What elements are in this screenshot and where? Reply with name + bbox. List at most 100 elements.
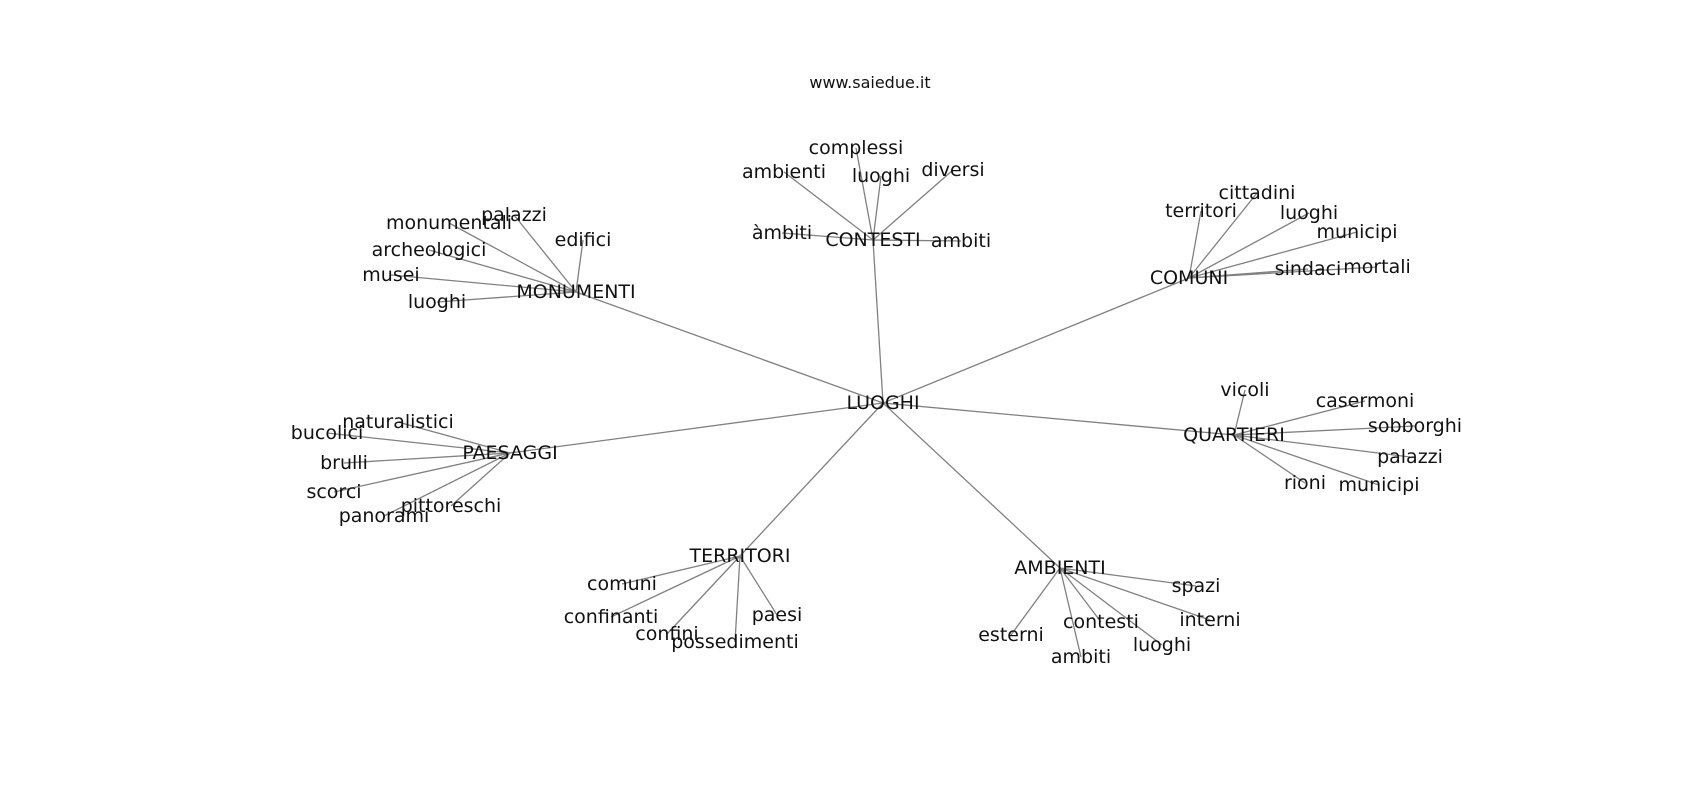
leaf-node-label: municipi <box>1339 474 1420 496</box>
leaf-node-label: scorci <box>306 481 361 503</box>
edge-comuni-leaf <box>1188 212 1310 279</box>
edge-root-monumenti <box>575 291 884 404</box>
edge-monumenti-leaf <box>448 222 577 293</box>
leaf-node-label: casermoni <box>1316 390 1415 412</box>
edge-root-contesti <box>872 239 884 404</box>
edge-monumenti-leaf <box>390 274 577 293</box>
leaf-node-label: ambiti <box>931 230 991 252</box>
leaf-node-label: ambienti <box>742 161 826 183</box>
hub-node-label: COMUNI <box>1150 267 1228 289</box>
edge-paesaggi-leaf <box>326 432 511 454</box>
edge-comuni-leaf <box>1188 266 1378 279</box>
edge-territori-leaf <box>734 555 741 643</box>
edge-paesaggi-leaf <box>343 452 511 464</box>
leaf-node-label: ambiti <box>1051 646 1111 668</box>
leaf-node-label: luoghi <box>1280 202 1338 224</box>
edge-root-territori <box>739 402 884 557</box>
edge-root-quartieri <box>882 402 1235 436</box>
edge-monumenti-leaf <box>513 214 577 293</box>
edge-territori-leaf <box>610 555 741 618</box>
leaf-node-label: complessi <box>809 137 904 159</box>
leaf-node-label: luoghi <box>852 165 910 187</box>
diagram-title: www.saiedue.it <box>809 73 930 92</box>
edge-root-comuni <box>882 277 1190 404</box>
edge-comuni-leaf <box>1188 231 1358 279</box>
edge-territori-leaf <box>621 555 741 585</box>
hub-node-label: MONUMENTI <box>516 281 635 303</box>
edge-paesaggi-leaf <box>333 452 511 493</box>
edge-ambienti-leaf <box>1059 567 1082 658</box>
leaf-node-label: territori <box>1165 200 1237 222</box>
edge-contesti-leaf <box>783 171 874 241</box>
leaf-node-label: municipi <box>1317 221 1398 243</box>
edge-contesti-leaf <box>872 239 962 242</box>
leaf-node-label: confini <box>635 623 698 645</box>
edges-layer <box>326 147 1416 658</box>
edge-paesaggi-leaf <box>397 421 511 454</box>
leaf-node-label: contesti <box>1063 611 1139 633</box>
edge-quartieri-leaf <box>1233 425 1416 436</box>
leaf-node-label: monumentali <box>386 212 512 234</box>
hub-node-label: TERRITORI <box>689 545 791 567</box>
leaf-node-label: panorami <box>339 505 430 527</box>
edge-root-paesaggi <box>509 402 884 454</box>
edge-monumenti-leaf <box>575 239 584 293</box>
edge-root-ambienti <box>882 402 1061 569</box>
edge-quartieri-leaf <box>1233 400 1366 436</box>
leaf-node-label: sindaci <box>1275 258 1342 280</box>
leaf-node-label: vicoli <box>1220 379 1269 401</box>
edge-ambienti-leaf <box>1059 567 1102 623</box>
leaf-node-label: esterni <box>978 624 1044 646</box>
leaf-node-label: àmbiti <box>752 222 812 244</box>
edge-paesaggi-leaf <box>383 452 511 517</box>
leaf-node-label: musei <box>362 264 419 286</box>
edge-quartieri-leaf <box>1233 434 1411 458</box>
leaf-node-label: luoghi <box>408 291 466 313</box>
edge-contesti-leaf <box>872 169 954 241</box>
edge-territori-leaf <box>739 555 778 616</box>
hub-node-label: PAESAGGI <box>462 442 557 464</box>
hub-node-label: QUARTIERI <box>1183 424 1285 446</box>
leaf-node-label: palazzi <box>1377 446 1443 468</box>
leaf-node-label: spazi <box>1172 575 1221 597</box>
edge-ambienti-leaf <box>1010 567 1061 636</box>
leaf-node-label: sobborghi <box>1368 415 1462 437</box>
leaf-node-label: pittoreschi <box>401 495 502 517</box>
leaf-node-label: naturalistici <box>342 411 454 433</box>
edge-quartieri-leaf <box>1233 434 1306 484</box>
leaf-node-label: possedimenti <box>671 631 798 653</box>
leaf-node-label: paesi <box>752 604 803 626</box>
edge-ambienti-leaf <box>1059 567 1211 621</box>
leaf-node-label: comuni <box>587 573 657 595</box>
edge-paesaggi-leaf <box>450 452 511 507</box>
edge-monumenti-leaf <box>428 249 577 293</box>
leaf-node-label: luoghi <box>1133 634 1191 656</box>
edge-comuni-leaf <box>1188 210 1202 279</box>
leaf-node-label: rioni <box>1284 472 1326 494</box>
leaf-node-label: diversi <box>921 159 984 181</box>
edge-contesti-leaf <box>781 232 874 241</box>
leaf-node-label: confinanti <box>564 606 659 628</box>
leaf-node-label: edifici <box>555 229 612 251</box>
root-node-label: LUOGHI <box>846 392 919 414</box>
edge-territori-leaf <box>666 555 741 635</box>
leaf-node-label: mortali <box>1343 256 1411 278</box>
hub-node-label: AMBIENTI <box>1014 557 1105 579</box>
edge-contesti-leaf <box>872 175 882 241</box>
leaf-node-label: archeologici <box>372 239 487 261</box>
leaf-node-label: interni <box>1179 609 1240 631</box>
edge-monumenti-leaf <box>436 291 577 303</box>
edge-ambienti-leaf <box>1059 567 1197 587</box>
edge-quartieri-leaf <box>1233 434 1380 486</box>
edge-ambienti-leaf <box>1059 567 1163 646</box>
edge-comuni-leaf <box>1188 192 1258 279</box>
edge-quartieri-leaf <box>1233 389 1246 436</box>
hub-node-label: CONTESTI <box>825 229 920 251</box>
leaf-node-label: cittadini <box>1219 182 1296 204</box>
edge-contesti-leaf <box>855 147 874 241</box>
leaf-node-label: brulli <box>320 452 368 474</box>
leaf-node-label: bucolici <box>291 422 363 444</box>
leaf-node-label: palazzi <box>481 204 547 226</box>
